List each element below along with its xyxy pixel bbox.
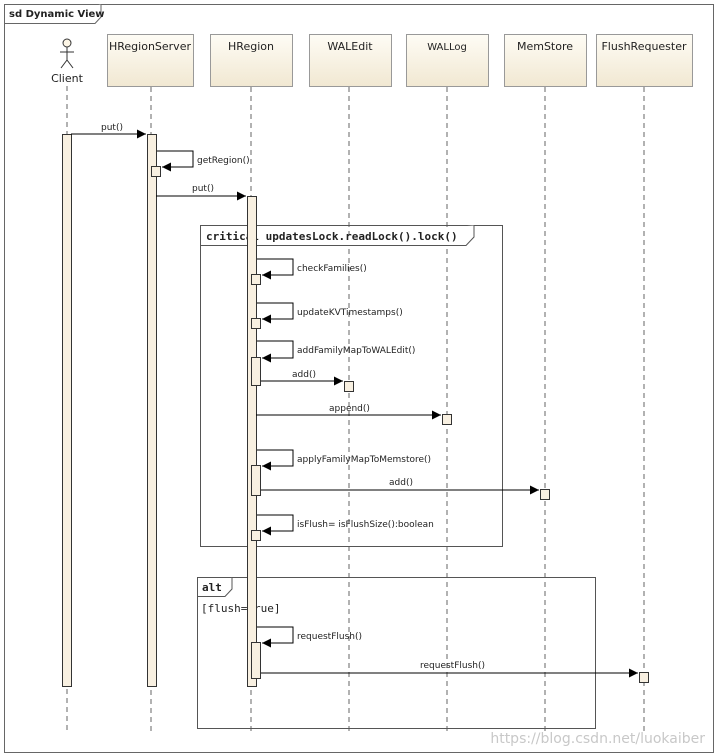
actor-label: Client	[51, 72, 84, 85]
message-label-checkfamilies: checkFamilies()	[297, 264, 367, 274]
activation-waledit-add	[344, 381, 354, 392]
message-label-addfamilymaptowaledit: addFamilyMapToWALEdit()	[297, 346, 415, 356]
lifeline-head-waledit: WALEdit	[309, 34, 392, 87]
client-actor: Client	[51, 38, 84, 85]
activation-applyfamilymap	[251, 465, 261, 496]
messages	[71, 129, 638, 678]
message-arrow-requestflush-self	[257, 626, 294, 648]
message-arrow-addfamilymaptowaledit	[257, 340, 294, 363]
message-label-isflush: isFlush= isFlushSize():boolean	[297, 520, 434, 530]
message-label-updatekvtimestamps: updateKVTimestamps()	[297, 308, 403, 318]
message-label-add-waledit: add()	[292, 370, 316, 380]
message-label-getregion: getRegion()	[197, 156, 250, 166]
alt-guard: [flush=true]	[201, 602, 280, 615]
message-label-append: append()	[329, 404, 370, 414]
actor-icon	[62, 38, 72, 48]
frame-label-tab	[4, 4, 102, 24]
message-label-put-client: put()	[101, 123, 123, 133]
activation-updatekvtimestamps	[251, 318, 261, 329]
diagram-frame	[4, 4, 714, 753]
activation-checkfamilies	[251, 274, 261, 285]
message-arrow-updatekvtimestamps	[257, 302, 294, 324]
message-arrow-isflush	[257, 514, 294, 536]
svg-text:WALLog: WALLog	[427, 42, 467, 53]
lifeline-head-memstore: MemStore	[504, 34, 587, 87]
message-label-add-memstore: add()	[389, 478, 413, 488]
message-labels: put() getRegion() put() checkFamilies() …	[101, 123, 485, 671]
message-label-requestflush-self: requestFlush()	[297, 632, 362, 642]
svg-text:FlushRequester: FlushRequester	[601, 40, 687, 53]
message-arrow-applyfamilymap	[257, 449, 294, 471]
alt-fragment: alt [flush=true]	[197, 577, 596, 729]
critical-fragment-label: critical updatesLock.readLock().lock()	[206, 230, 458, 243]
lifeline-head-wallog: WALLog	[406, 34, 489, 87]
frame-label: sd Dynamic View	[9, 9, 105, 20]
lifeline-head-flushrequester: FlushRequester	[596, 34, 693, 87]
activation-requestflush-self	[251, 642, 261, 679]
alt-fragment-label: alt	[202, 581, 222, 594]
message-label-put-server: put()	[192, 184, 214, 194]
svg-text:MemStore: MemStore	[517, 40, 573, 53]
svg-text:HRegionServer: HRegionServer	[109, 40, 191, 53]
activation-client	[62, 134, 72, 687]
activation-addfamilymaptowaledit	[251, 357, 261, 386]
message-arrow-checkfamilies	[257, 258, 294, 280]
activation-getregion	[151, 166, 161, 177]
svg-text:HRegion: HRegion	[228, 40, 274, 53]
critical-fragment: critical updatesLock.readLock().lock()	[200, 225, 503, 547]
activations	[62, 134, 649, 687]
watermark: https://blog.csdn.net/luokaiber	[490, 731, 705, 747]
activation-wallog-append	[442, 414, 452, 425]
svg-text:WALEdit: WALEdit	[327, 40, 373, 53]
activation-flushrequester	[639, 672, 649, 683]
message-label-applyfamilymap: applyFamilyMapToMemstore()	[297, 455, 431, 465]
activation-hregionserver	[147, 134, 157, 687]
lifeline-head-hregionserver: HRegionServer	[107, 34, 194, 87]
activation-memstore-add	[540, 489, 550, 500]
message-arrow-getregion	[157, 150, 194, 172]
activation-hregion	[247, 196, 257, 687]
lifeline-head-hregion: HRegion	[210, 34, 293, 87]
activation-isflush	[251, 530, 261, 541]
message-label-requestflush: requestFlush()	[420, 661, 485, 671]
